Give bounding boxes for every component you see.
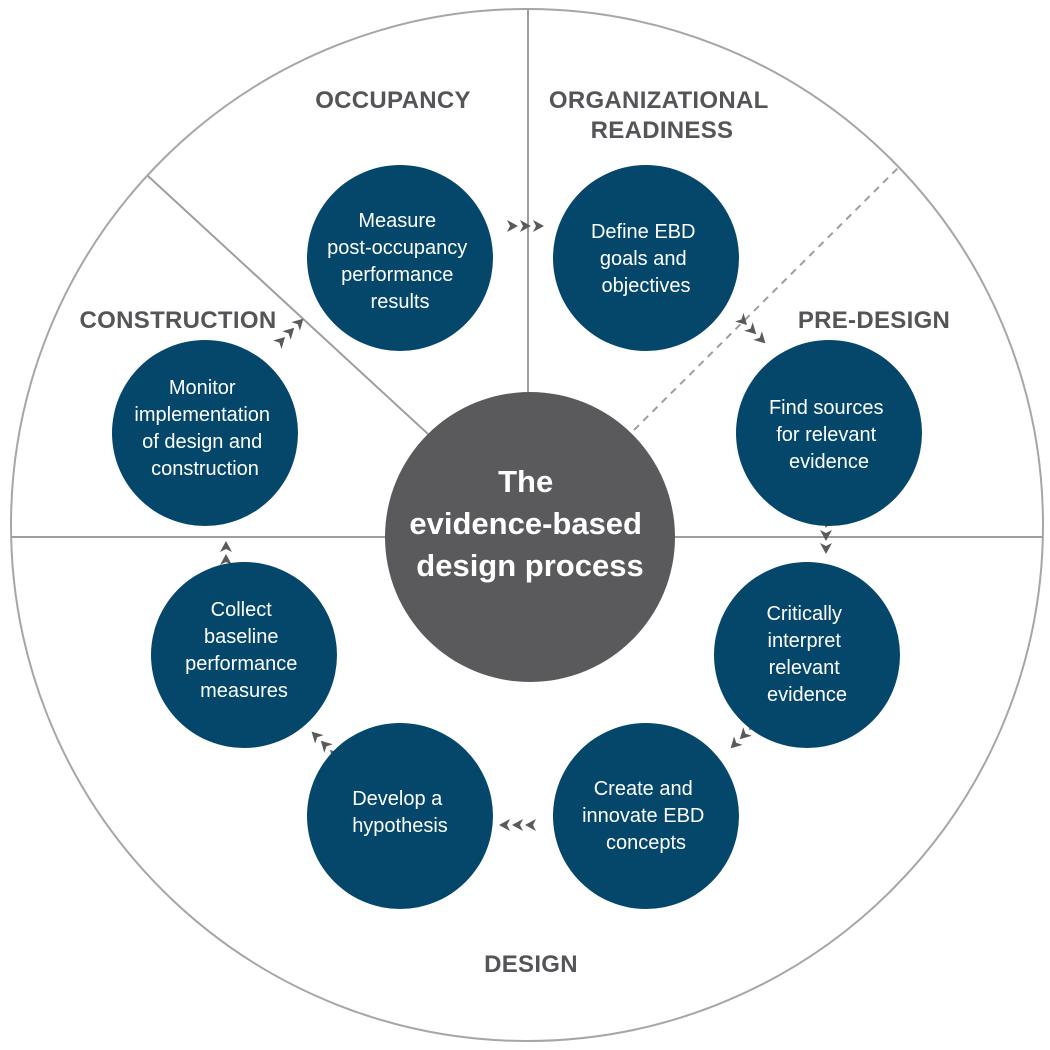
process-steps: Define EBD goals and objectives Find sou… [112, 165, 922, 909]
step-label: Create and innovate EBD concepts [582, 778, 710, 854]
arrow-chevron [820, 530, 832, 541]
arrow-chevron [533, 220, 544, 232]
arrow-chevron [512, 819, 523, 831]
step-circle [307, 165, 493, 351]
step-find-sources: Find sources for relevant evidence [736, 340, 922, 526]
divider-diagonal-predesign [633, 167, 899, 431]
step-circle [714, 562, 900, 748]
arrow-chevron [735, 313, 748, 326]
step-create-innovate: Create and innovate EBD concepts [553, 723, 739, 909]
step-label: Define EBD goals and objectives [591, 221, 701, 297]
divider-diagonal-construction [147, 175, 429, 435]
step-critically-interpret: Critically interpret relevant evidence [714, 562, 900, 748]
step-circle [151, 562, 337, 748]
arrow-chevron [320, 740, 333, 753]
arrow-chevron [499, 819, 510, 831]
phase-label-pre-design: PRE-DESIGN [798, 307, 950, 334]
arrow-chevron [753, 331, 766, 344]
arrow-chevron [507, 220, 518, 232]
arrow-chevron [525, 819, 536, 831]
step-circle [553, 165, 739, 351]
arrow-chevron [220, 541, 232, 552]
center-circle [385, 392, 675, 682]
step-label: Monitor implementation of design and con… [134, 377, 275, 480]
step-label: Develop a hypothesis [352, 788, 448, 837]
step-measure-post-occupancy: Measure post-occupancy performance resul… [307, 165, 493, 351]
phase-label-design: DESIGN [484, 951, 578, 978]
arrow-chevron [282, 327, 295, 340]
step-label: Measure post-occupancy performance resul… [327, 210, 473, 313]
step-circle [736, 340, 922, 526]
arrow-create-to-hypothesis [499, 819, 536, 831]
step-label: Critically interpret relevant evidence [766, 603, 847, 706]
arrow-chevron [311, 731, 324, 744]
step-label: Collect baseline performance measures [185, 599, 303, 702]
arrow-goals-to-find-sources [735, 313, 766, 344]
arrow-chevron [744, 322, 757, 335]
arrow-chevron [273, 336, 286, 349]
arrow-chevron [739, 727, 752, 740]
center-title: The evidence-based design process [409, 464, 650, 583]
center-node: The evidence-based design process [385, 392, 675, 682]
arrow-chevron [730, 736, 743, 749]
step-monitor-implementation: Monitor implementation of design and con… [112, 340, 298, 526]
step-collect-baseline: Collect baseline performance measures [151, 562, 337, 748]
step-circle [307, 723, 493, 909]
arrow-occupancy-to-readiness [507, 220, 544, 232]
arrow-chevron [220, 554, 232, 565]
phase-labels: OCCUPANCY ORGANIZATIONAL READINESS PRE-D… [80, 87, 950, 978]
phase-label-organizational-readiness: ORGANIZATIONAL READINESS [549, 87, 775, 144]
arrow-chevron [520, 220, 531, 232]
arrow-chevron [820, 543, 832, 554]
step-circle [112, 340, 298, 526]
arrow-chevron [291, 318, 304, 331]
step-circle [553, 723, 739, 909]
step-develop-hypothesis: Develop a hypothesis [307, 723, 493, 909]
arrow-monitor-to-measure [273, 318, 304, 349]
step-define-ebd-goals: Define EBD goals and objectives [553, 165, 739, 351]
phase-label-occupancy: OCCUPANCY [315, 87, 471, 114]
phase-label-construction: CONSTRUCTION [80, 307, 277, 334]
step-label: Find sources for relevant evidence [769, 397, 889, 473]
sector-dividers [11, 9, 1043, 538]
